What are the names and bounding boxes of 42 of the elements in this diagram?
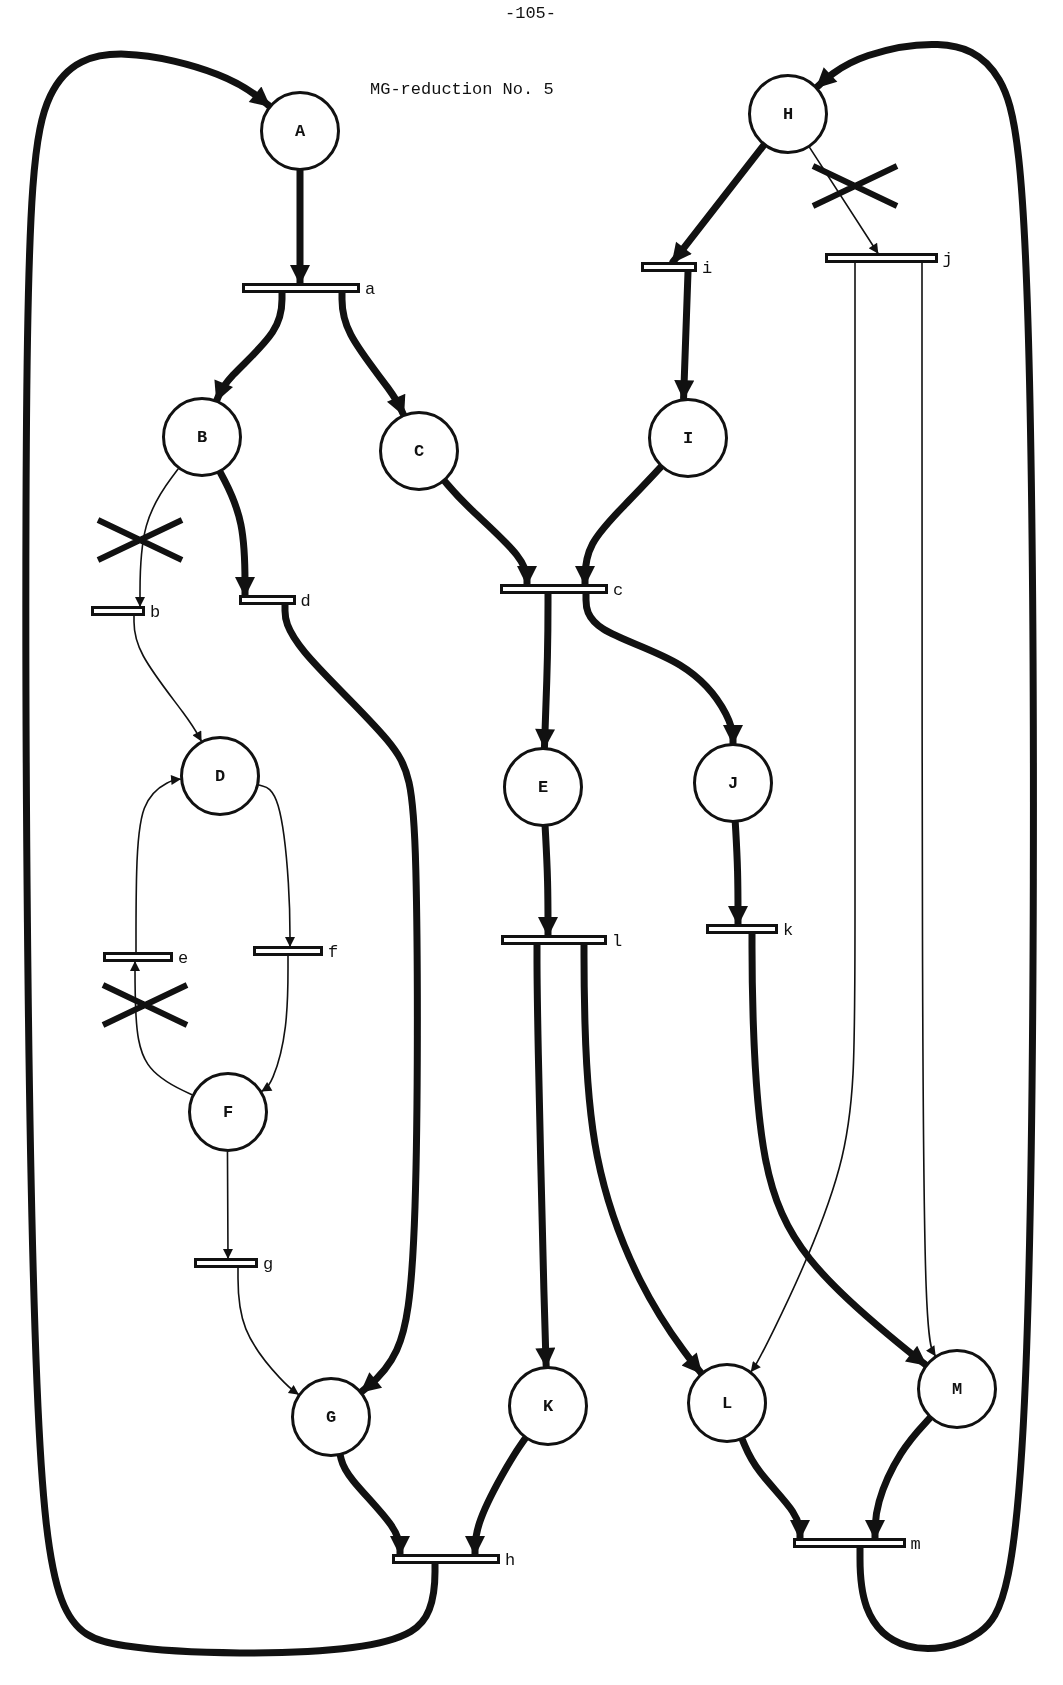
place-label: M xyxy=(951,1379,963,1399)
arc-arrow xyxy=(258,784,295,947)
place-label: F xyxy=(222,1102,234,1122)
transition-label: c xyxy=(613,581,624,600)
diagram-title: MG-reduction No. 5 xyxy=(370,80,554,99)
place-circle xyxy=(917,1349,997,1429)
place-label: H xyxy=(782,104,794,124)
place-label: E xyxy=(537,777,549,797)
transition-label: a xyxy=(365,280,376,299)
arc-arrow xyxy=(133,615,202,742)
arc-arrow xyxy=(813,40,1037,1652)
place-label: J xyxy=(727,773,739,793)
place-label: C xyxy=(413,441,425,461)
place-label: I xyxy=(682,428,694,448)
place-label: D xyxy=(214,766,226,786)
arc-arrow xyxy=(22,50,439,1657)
arc-arrow xyxy=(261,955,289,1092)
place-label: G xyxy=(325,1407,337,1427)
arc-arrow xyxy=(130,961,193,1096)
arc-arrow xyxy=(808,146,879,254)
transition-label: i xyxy=(702,259,713,278)
arc-arrow xyxy=(135,774,182,953)
place-label: L xyxy=(721,1393,733,1413)
transition-label: l xyxy=(612,932,623,951)
place-label: K xyxy=(542,1396,554,1416)
place-label: B xyxy=(196,427,208,447)
transition-label: j xyxy=(942,250,953,269)
transition-label: m xyxy=(910,1535,921,1554)
arc-arrow xyxy=(921,262,936,1357)
transition-label: g xyxy=(263,1255,274,1274)
arc-arrow xyxy=(222,1151,233,1259)
arc-arrow xyxy=(135,468,179,607)
page-number: -105- xyxy=(505,4,556,23)
transition-label: b xyxy=(150,603,161,622)
transition-label: e xyxy=(178,949,189,968)
arc-arrow xyxy=(237,1267,299,1395)
transition-label: k xyxy=(783,921,794,940)
transition-label: f xyxy=(328,943,339,962)
arc-arrow xyxy=(750,262,856,1373)
transition-label: h xyxy=(505,1551,516,1570)
place-label: A xyxy=(294,121,306,141)
transition-label: d xyxy=(300,592,311,611)
